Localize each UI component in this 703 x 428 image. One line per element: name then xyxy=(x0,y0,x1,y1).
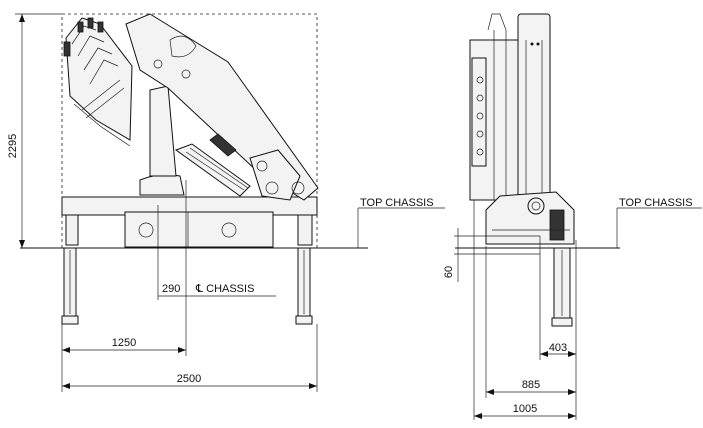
top-chassis-label-left: TOP CHASSIS xyxy=(360,197,434,209)
crane-base-box xyxy=(124,211,274,248)
stabilizer-right xyxy=(295,214,313,325)
side-valve-block xyxy=(549,209,565,241)
height-arrow-top xyxy=(19,14,25,22)
envelope-outline xyxy=(61,13,318,249)
folded-extensions xyxy=(63,17,133,147)
boom-pin-left xyxy=(153,59,163,69)
side-view xyxy=(454,13,702,420)
dim-885-label: 885 xyxy=(522,379,540,391)
knuckle-pin-3 xyxy=(256,160,268,172)
knuckle-pin-2 xyxy=(291,181,305,195)
base-hole-right xyxy=(221,222,237,238)
side-boom-tip xyxy=(487,13,507,31)
dim-403-label: 403 xyxy=(549,342,567,354)
height-arrow-bottom xyxy=(19,240,25,248)
dim-1005-label: 1005 xyxy=(513,403,537,415)
dim-60-label: 60 xyxy=(443,266,455,278)
base-hole-left xyxy=(138,222,154,238)
turret-base xyxy=(139,174,185,196)
centerline-chassis-label: ℄ CHASSIS xyxy=(195,283,254,295)
side-slew-hub xyxy=(527,197,545,215)
knuckle-linkage xyxy=(249,149,301,201)
side-column xyxy=(517,13,551,201)
knuckle-pin-1 xyxy=(265,181,279,195)
front-view xyxy=(15,13,445,392)
dim-2500-label: 2500 xyxy=(177,373,201,385)
cylinder-rod-2 xyxy=(189,147,249,189)
top-chassis-label-right: TOP CHASSIS xyxy=(619,197,693,209)
cylinder-rod xyxy=(185,151,245,191)
dim-290-label: 290 xyxy=(162,283,180,295)
stabilizer-left xyxy=(61,214,79,325)
dim-2295-label: 2295 xyxy=(7,134,19,158)
boom-cutout xyxy=(169,35,197,58)
knuckle-bracket xyxy=(209,133,237,157)
crane-column xyxy=(149,85,177,177)
dim-1250-label: 1250 xyxy=(112,337,136,349)
boom-pin-top xyxy=(181,69,191,79)
